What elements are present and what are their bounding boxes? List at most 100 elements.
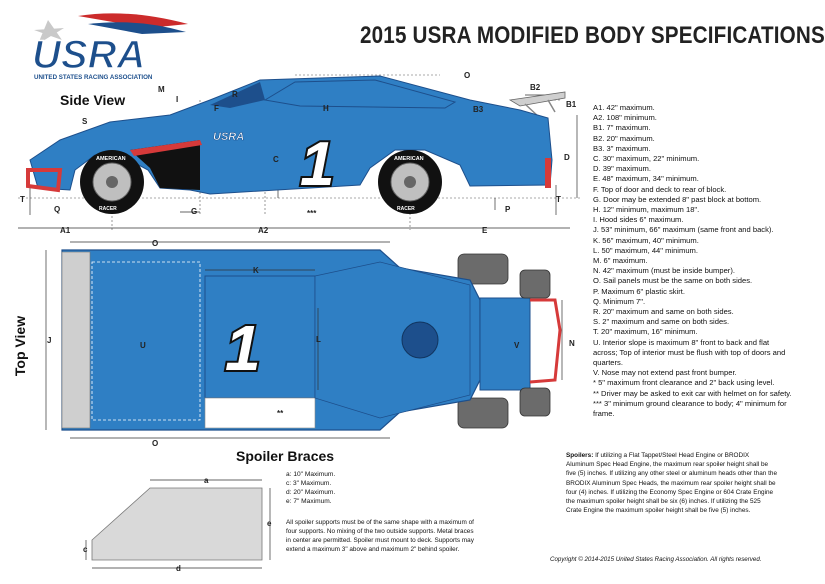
- top-label-k: K: [253, 266, 259, 275]
- spec-item: * 5" maximum front clearance and 2" back…: [593, 378, 775, 388]
- logo-text: USRA: [32, 33, 145, 77]
- top-label-o-upper: O: [152, 239, 158, 248]
- page-title: 2015 USRA MODIFIED BODY SPECIFICATIONS: [360, 22, 825, 49]
- top-driver-opening: [204, 397, 316, 429]
- top-view-heading: Top View: [12, 315, 29, 377]
- brace-dimension-lines: [85, 479, 271, 569]
- usra-logo: USRA UNITED STATES RACING ASSOCIATION: [31, 13, 188, 81]
- side-rear-wheel: [378, 150, 442, 214]
- label-e: E: [482, 226, 488, 235]
- label-q: Q: [54, 205, 60, 214]
- rear-tire-brand-bottom: RACER: [397, 206, 415, 212]
- top-label-n: N: [569, 339, 575, 348]
- spec-item: O. Sail panels must be the same on both …: [593, 276, 753, 286]
- spec-item: U. Interior slope is maximum 8" front to…: [593, 337, 786, 368]
- label-a1: A1: [60, 226, 71, 235]
- spoilers-note-text: If utilizing a Flat Tappet/Steel Head En…: [566, 452, 778, 515]
- label-a2: A2: [258, 226, 269, 235]
- label-ground-clearance: ***: [307, 209, 317, 218]
- brace-legend-item: e: 7" Maximum.: [286, 498, 332, 505]
- top-air-cleaner: [401, 321, 439, 359]
- spoiler-brace-diagram: a e c d: [83, 476, 272, 573]
- spoiler-brace-shape: [91, 487, 263, 561]
- logo-swoosh-blue: [88, 22, 186, 34]
- label-r: R: [232, 90, 238, 99]
- top-label-v: V: [514, 341, 520, 350]
- label-m: M: [158, 85, 165, 94]
- spec-item: A2. 108" minimum.: [593, 113, 657, 123]
- label-i: I: [176, 95, 178, 104]
- label-t-rear: T: [556, 195, 561, 204]
- label-b2: B2: [530, 83, 541, 92]
- side-front-wheel: [80, 150, 144, 214]
- spec-item: T. 20" maximum, 16" minimum.: [593, 327, 698, 337]
- spec-item: F. Top of door and deck to rear of block…: [593, 184, 727, 194]
- copyright: Copyright © 2014-2015 United States Raci…: [550, 556, 762, 563]
- top-label-u: U: [140, 341, 146, 350]
- brace-label-c: c: [83, 545, 88, 554]
- side-spoiler: [508, 91, 566, 107]
- top-interior-outline: [91, 261, 201, 421]
- spec-item: V. Nose may not extend past front bumper…: [593, 368, 737, 378]
- label-d: D: [564, 153, 570, 162]
- top-label-l: L: [316, 335, 321, 344]
- spec-item: K. 56" maximum, 40" minimum.: [593, 235, 699, 245]
- rear-tire-brand: AMERICAN: [394, 156, 424, 162]
- brace-legend-item: a: 10" Maximum.: [286, 471, 336, 478]
- front-tire-brand-bottom: RACER: [99, 206, 117, 212]
- top-roof-panel: [204, 275, 316, 399]
- spec-item: M. 6" maximum.: [593, 256, 648, 266]
- spec-item: P. Maximum 6" plastic skirt.: [593, 286, 686, 296]
- side-view-heading: Side View: [60, 92, 126, 108]
- brace-label-e: e: [267, 519, 272, 528]
- spec-item: H. 12" minimum, maximum 18".: [593, 205, 700, 215]
- side-car-number: 1: [300, 130, 334, 199]
- spec-item: I. Hood sides 6" maximum.: [593, 215, 684, 225]
- spec-item: ** Driver may be asked to exit car with …: [593, 388, 792, 398]
- spec-item: S. 2" maximum and same on both sides.: [593, 317, 730, 327]
- spoilers-note: Spoilers: If utilizing a Flat Tappet/Ste…: [566, 451, 778, 515]
- side-door-logo: USRA: [213, 131, 244, 143]
- brace-label-a: a: [204, 476, 209, 485]
- brace-legend-item: c: 3" Maximum.: [286, 480, 332, 487]
- front-tire-brand: AMERICAN: [96, 156, 126, 162]
- top-label-j: J: [47, 336, 51, 345]
- spec-item: *** 3" minimum ground clearance to body;…: [593, 398, 787, 419]
- label-b3: B3: [473, 105, 484, 114]
- spec-item: B3. 3" maximum.: [593, 143, 651, 153]
- brace-note: All spoiler supports must be of the same…: [286, 519, 474, 553]
- logo-swoosh-red: [78, 13, 188, 28]
- spec-item: N. 42" maximum (must be inside bumper).: [593, 266, 735, 276]
- label-b1: B1: [566, 100, 577, 109]
- top-label-o-lower: O: [152, 439, 158, 448]
- side-view-diagram: AMERICAN RACER AMERICAN RACER USRA 1 A1 …: [18, 71, 580, 235]
- top-rear-tires: [457, 253, 509, 429]
- spec-item: R. 20" maximum and same on both sides.: [593, 307, 734, 317]
- top-label-driver-note: **: [277, 409, 284, 418]
- spec-item: Q. Minimum 7".: [593, 296, 646, 306]
- top-car-number: 1: [225, 312, 261, 384]
- spec-item: B2. 20" maximum.: [593, 133, 655, 143]
- label-g: G: [191, 207, 197, 216]
- label-h: H: [323, 104, 329, 113]
- label-s: S: [82, 117, 88, 126]
- side-red-stripe: [130, 140, 202, 156]
- brace-legend-item: d: 20" Maximum.: [286, 489, 336, 496]
- top-dimension-lines: [45, 241, 563, 439]
- spoiler-braces-heading: Spoiler Braces: [236, 448, 335, 464]
- logo-subtitle: UNITED STATES RACING ASSOCIATION: [34, 74, 153, 81]
- spec-item: B1. 7" maximum.: [593, 123, 651, 133]
- spec-item: A1. 42" maximum.: [593, 103, 655, 112]
- brace-legend: a: 10" Maximum. c: 3" Maximum. d: 20" Ma…: [286, 470, 335, 506]
- side-front-bumper: [26, 168, 63, 193]
- brace-label-d: d: [176, 564, 181, 573]
- side-rear-bumper: [545, 158, 551, 188]
- label-o: O: [464, 71, 470, 80]
- spec-item: L. 50" maximum, 44" minimum.: [593, 245, 698, 255]
- spoilers-note-label: Spoilers:: [566, 452, 594, 459]
- spec-list: A1. 42" maximum. A2. 108" minimum. B1. 7…: [593, 103, 793, 419]
- star-icon: [34, 20, 64, 44]
- top-hood: [314, 261, 471, 419]
- top-nose: [479, 297, 531, 391]
- label-f: F: [214, 104, 219, 113]
